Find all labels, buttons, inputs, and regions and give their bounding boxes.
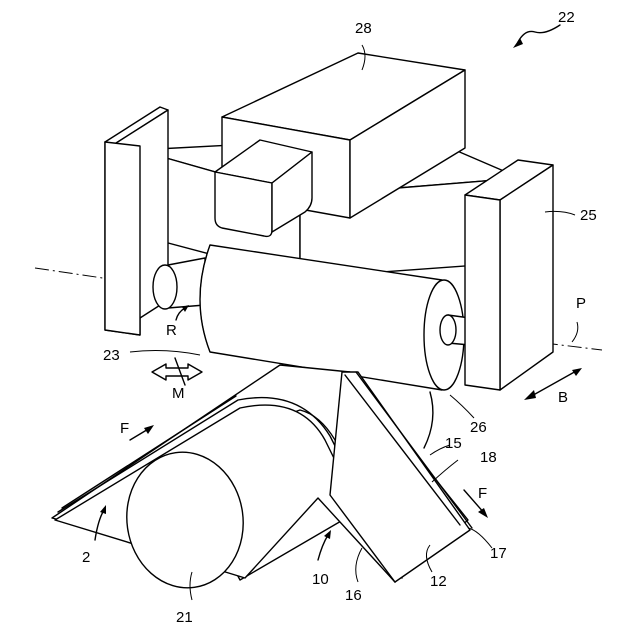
label-2: 2 bbox=[82, 549, 90, 566]
label-M: M bbox=[172, 385, 185, 402]
web-strip bbox=[330, 372, 472, 582]
arrow-B bbox=[524, 368, 582, 400]
right-side-plate bbox=[465, 160, 553, 390]
label-25: 25 bbox=[580, 207, 597, 224]
label-17: 17 bbox=[490, 545, 507, 562]
leader-17 bbox=[468, 528, 492, 548]
label-22: 22 bbox=[558, 9, 575, 26]
leader-P bbox=[572, 322, 578, 342]
arrow-10 bbox=[318, 530, 331, 560]
label-R: R bbox=[166, 322, 177, 339]
label-23: 23 bbox=[103, 347, 120, 364]
leader-16 bbox=[356, 548, 362, 582]
leader-18 bbox=[432, 460, 458, 482]
label-F-right: F bbox=[478, 485, 487, 502]
label-15: 15 bbox=[445, 435, 462, 452]
leader-23 bbox=[130, 351, 200, 355]
label-P: P bbox=[576, 295, 586, 312]
label-26: 26 bbox=[470, 419, 487, 436]
label-F-left: F bbox=[120, 420, 129, 437]
label-12: 12 bbox=[430, 573, 447, 590]
label-21: 21 bbox=[176, 609, 193, 626]
label-18: 18 bbox=[480, 449, 497, 466]
arrow-F-left bbox=[130, 425, 154, 440]
label-B: B bbox=[558, 389, 568, 406]
label-10: 10 bbox=[312, 571, 329, 588]
label-16: 16 bbox=[345, 587, 362, 604]
arrow-M bbox=[152, 358, 202, 385]
arrow-22 bbox=[513, 25, 560, 48]
label-28: 28 bbox=[355, 20, 372, 37]
left-shaft bbox=[153, 258, 205, 309]
nip-edge bbox=[424, 392, 433, 448]
leader-26 bbox=[450, 395, 474, 418]
